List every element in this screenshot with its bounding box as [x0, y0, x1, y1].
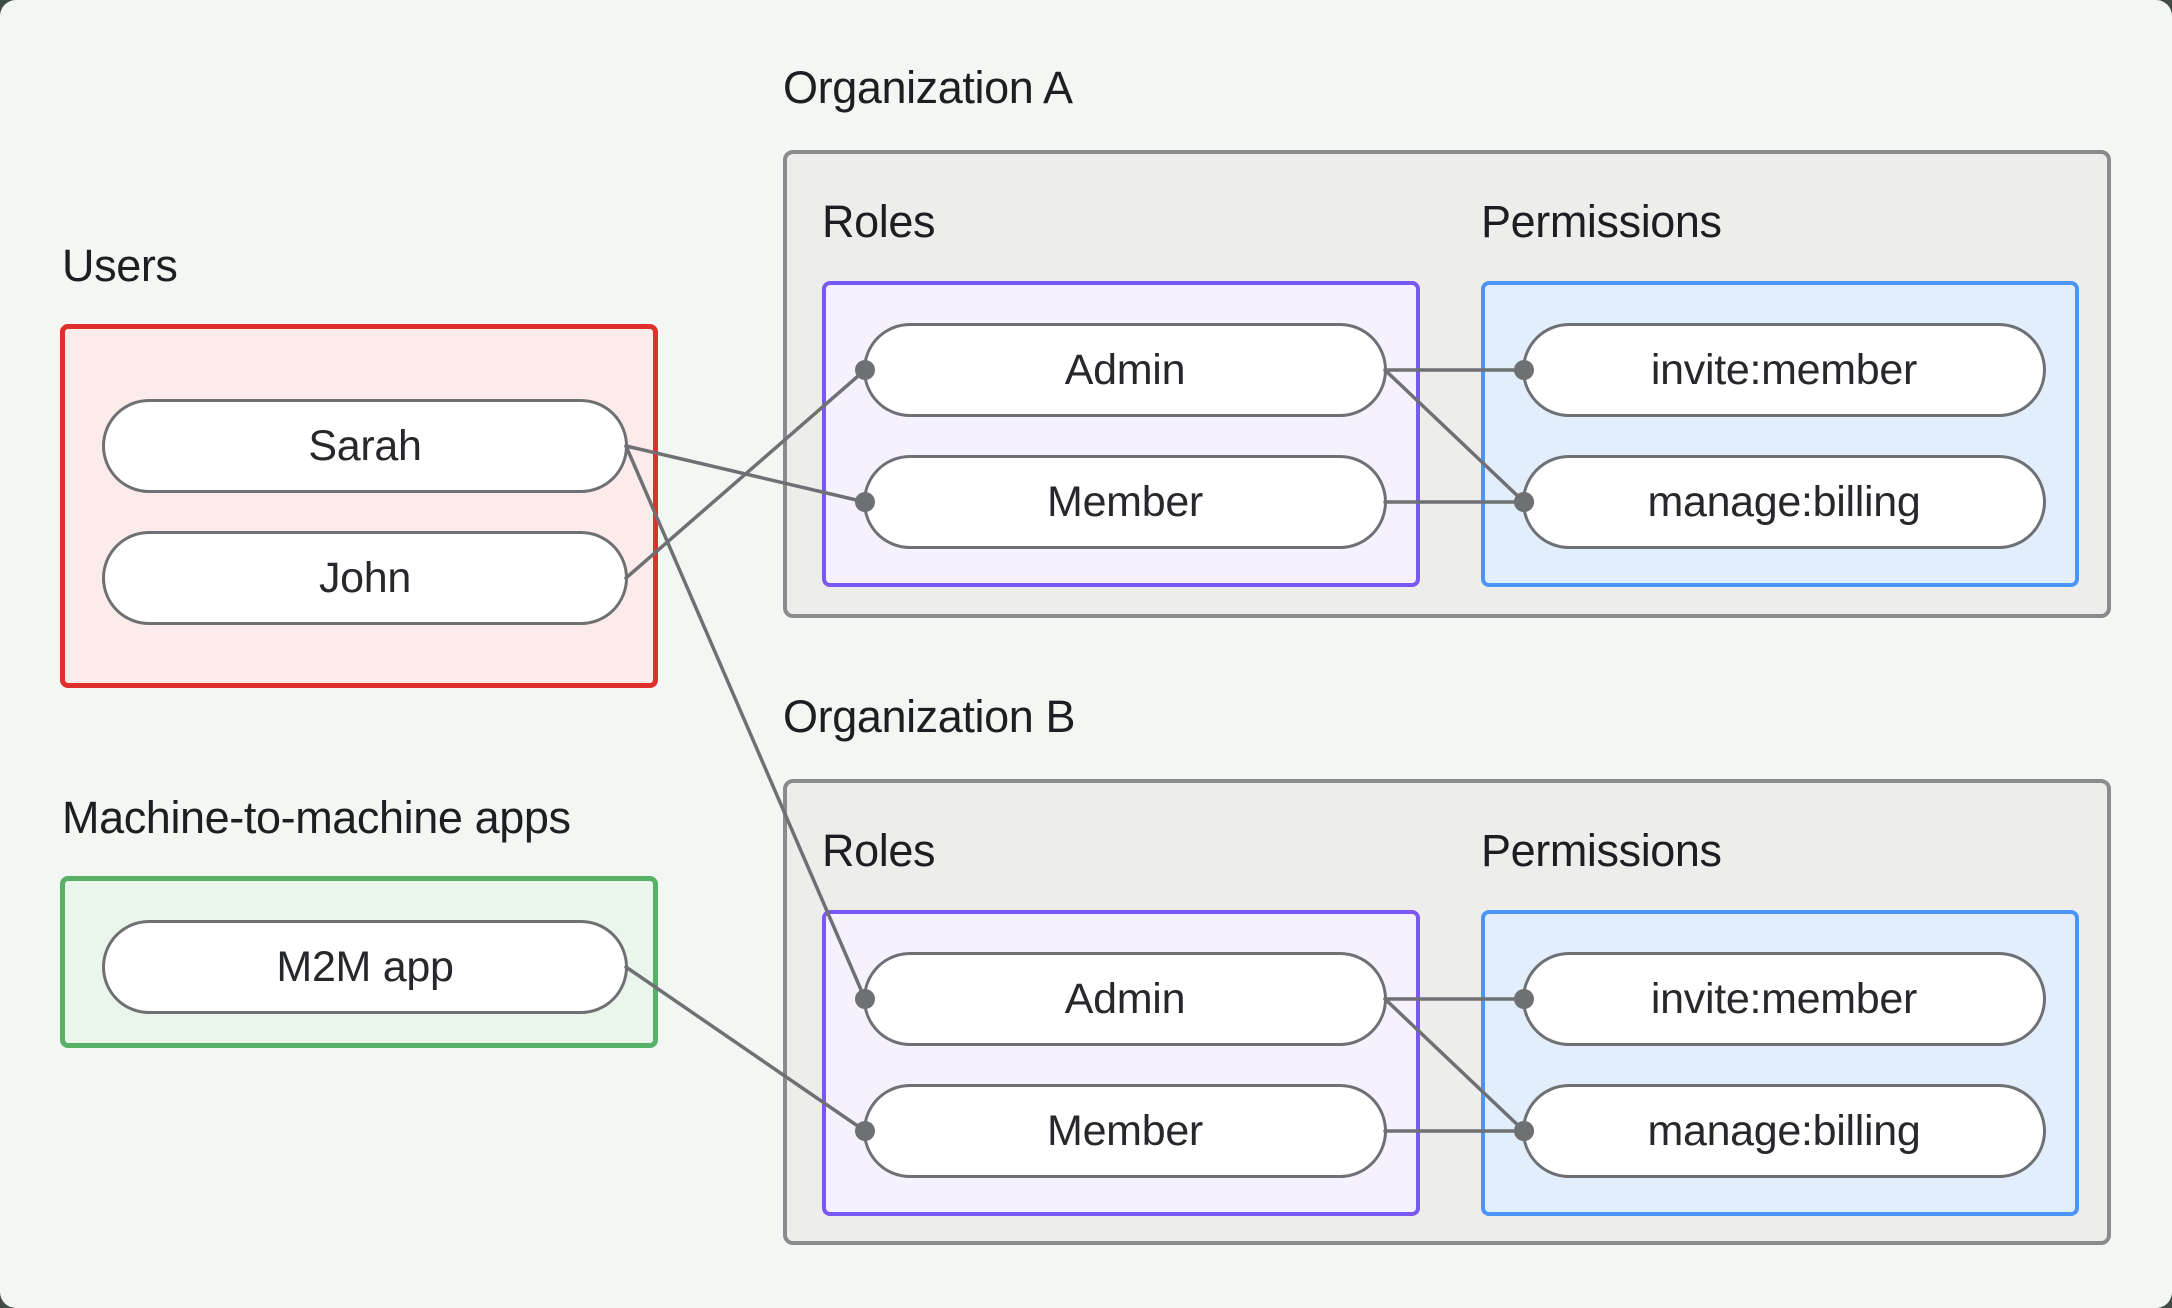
pill-sarah-label: Sarah	[308, 421, 422, 470]
orgb-pill-member-label: Member	[1047, 1106, 1203, 1155]
m2m-section-label: Machine-to-machine apps	[62, 792, 571, 843]
org-a-box: Roles Admin Member Permissions invite:me…	[783, 150, 2111, 618]
orgb-pill-admin-label: Admin	[1064, 974, 1186, 1023]
orga-pill-invite-member-label: invite:member	[1650, 345, 1918, 394]
orgb-pill-invite-member: invite:member	[1522, 952, 2046, 1046]
orga-pill-manage-billing: manage:billing	[1522, 455, 2046, 549]
m2m-group-box: M2M app	[60, 876, 658, 1048]
orga-pill-admin-label: Admin	[1064, 345, 1186, 394]
org-a-title: Organization A	[783, 62, 1073, 113]
pill-m2m-app: M2M app	[102, 920, 628, 1014]
orgb-pill-manage-billing: manage:billing	[1522, 1084, 2046, 1178]
orgb-pill-manage-billing-label: manage:billing	[1647, 1106, 1921, 1155]
orgb-pill-admin: Admin	[863, 952, 1387, 1046]
users-section-label: Users	[62, 240, 178, 291]
orgb-pill-member: Member	[863, 1084, 1387, 1178]
orga-pill-member-label: Member	[1047, 477, 1203, 526]
orga-pill-member: Member	[863, 455, 1387, 549]
org-b-box: Roles Admin Member Permissions invite:me…	[783, 779, 2111, 1245]
orga-pill-admin: Admin	[863, 323, 1387, 417]
pill-john-label: John	[318, 553, 412, 602]
org-b-permissions-box: invite:member manage:billing	[1481, 910, 2079, 1216]
org-b-title: Organization B	[783, 691, 1076, 742]
org-a-roles-box: Admin Member	[822, 281, 1420, 587]
org-a-permissions-box: invite:member manage:billing	[1481, 281, 2079, 587]
pill-m2m-app-label: M2M app	[276, 942, 454, 991]
org-a-permissions-label: Permissions	[1481, 196, 1722, 247]
pill-john: John	[102, 531, 628, 625]
orga-pill-invite-member: invite:member	[1522, 323, 2046, 417]
orgb-pill-invite-member-label: invite:member	[1650, 974, 1918, 1023]
orga-pill-manage-billing-label: manage:billing	[1647, 477, 1921, 526]
pill-sarah: Sarah	[102, 399, 628, 493]
users-group-box: Sarah John	[60, 324, 658, 688]
org-b-roles-box: Admin Member	[822, 910, 1420, 1216]
org-b-permissions-label: Permissions	[1481, 825, 1722, 876]
org-b-roles-label: Roles	[822, 825, 936, 876]
org-a-roles-label: Roles	[822, 196, 936, 247]
